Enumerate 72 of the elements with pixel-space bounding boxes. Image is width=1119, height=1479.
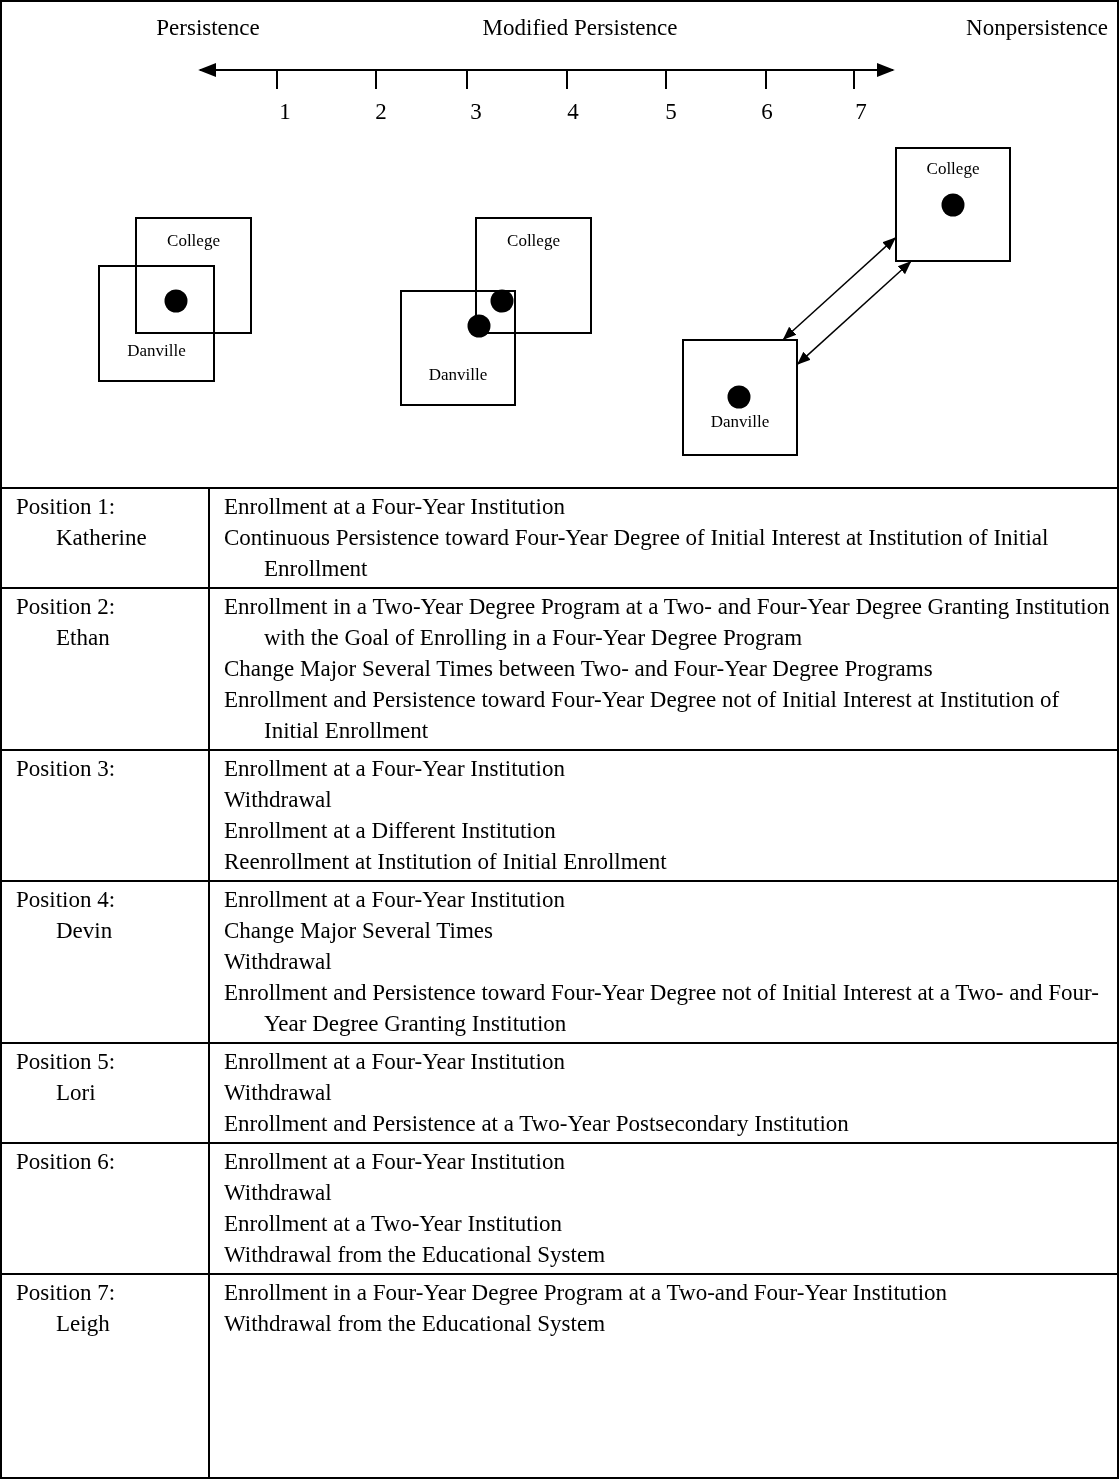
position-name: Leigh — [55, 1310, 111, 1338]
path-step: Withdrawal from the Educational System — [224, 1308, 1111, 1339]
position-cell — [1, 1043, 209, 1143]
path-step: Withdrawal — [224, 784, 1111, 815]
path-step: Enrollment and Persistence toward Four-Year Degree not of Initial Interest at a Two- and Four-Year Degree Granting Institution — [224, 977, 1111, 1039]
path-step: Enrollment at a Different Institution — [224, 815, 1111, 846]
path-step: Change Major Several Times — [224, 915, 1111, 946]
position-name: Katherine — [55, 524, 148, 552]
path-step: Enrollment and Persistence at a Two-Year Postsecondary Institution — [224, 1108, 1111, 1139]
position-cell — [1, 1274, 209, 1478]
scale-heading: Nonpersistence — [966, 15, 1108, 41]
description-cell — [209, 1043, 1118, 1143]
path-step: Enrollment at a Four-Year Institution — [224, 1146, 1111, 1177]
description-cell — [209, 881, 1118, 1043]
scale-number: 6 — [761, 99, 773, 125]
description-cell — [209, 1143, 1118, 1274]
path-step: Enrollment in a Two-Year Degree Program at a Two- and Four-Year Degree Granting Institution with the Goal of Enrolling in a Four-Year Degree Program — [224, 591, 1111, 653]
path-step: Continuous Persistence toward Four-Year Degree of Initial Interest at Institution of Initial Enrollment — [224, 522, 1111, 584]
position-name: Ethan — [55, 624, 111, 652]
location-box — [682, 339, 798, 456]
path-step: Enrollment at a Four-Year Institution — [224, 491, 1111, 522]
path-step: Enrollment at a Four-Year Institution — [224, 753, 1111, 784]
box-label: College — [506, 231, 561, 251]
box-label: College — [166, 231, 221, 251]
position-name: Position 7: — [16, 1279, 117, 1307]
location-box — [400, 290, 516, 406]
description-cell — [209, 1274, 1118, 1478]
position-name: Position 3: — [16, 755, 117, 783]
path-step: Enrollment at a Four-Year Institution — [224, 884, 1111, 915]
position-cell — [1, 488, 209, 588]
path-step: Enrollment at a Two-Year Institution — [224, 1208, 1111, 1239]
location-box — [135, 217, 252, 334]
position-name: Position 4: — [16, 886, 117, 914]
scale-number: 3 — [470, 99, 482, 125]
box-label: College — [925, 159, 981, 179]
box-label: Danville — [709, 412, 771, 432]
box-label: Danville — [427, 365, 489, 385]
description-cell — [209, 588, 1118, 750]
position-name: Devin — [55, 917, 114, 945]
location-box — [895, 147, 1011, 262]
scale-number: 1 — [279, 99, 291, 125]
description-cell — [209, 750, 1118, 881]
description-cell — [209, 488, 1118, 588]
position-name: Lori — [55, 1079, 97, 1107]
box-label: Danville — [126, 341, 187, 361]
scale-number: 5 — [665, 99, 677, 125]
position-name: Position 5: — [16, 1048, 117, 1076]
path-step: Withdrawal — [224, 1077, 1111, 1108]
double-arrow — [797, 261, 912, 365]
path-step: Withdrawal — [224, 946, 1111, 977]
scale-heading: Modified Persistence — [482, 15, 678, 41]
location-box — [475, 217, 592, 334]
scale-heading: Persistence — [156, 15, 260, 41]
path-step: Withdrawal from the Educational System — [224, 1239, 1111, 1270]
position-cell — [1, 1143, 209, 1274]
double-arrow — [782, 237, 896, 340]
path-step: Reenrollment at Institution of Initial Enrollment — [224, 846, 1111, 877]
path-step: Enrollment in a Four-Year Degree Program at a Two-and Four-Year Institution — [224, 1277, 1111, 1308]
position-name: Position 2: — [16, 593, 117, 621]
position-name: Position 1: — [16, 493, 117, 521]
location-box — [98, 265, 215, 382]
scale-number: 2 — [375, 99, 387, 125]
scale-number: 4 — [567, 99, 579, 125]
path-step: Enrollment and Persistence toward Four-Year Degree not of Initial Interest at Institution of Initial Enrollment — [224, 684, 1111, 746]
position-name: Position 6: — [16, 1148, 117, 1176]
path-step: Withdrawal — [224, 1177, 1111, 1208]
path-step: Change Major Several Times between Two- and Four-Year Degree Programs — [224, 653, 1111, 684]
scale-number: 7 — [855, 99, 867, 125]
position-cell — [1, 881, 209, 1043]
position-cell — [1, 750, 209, 881]
position-cell — [1, 588, 209, 750]
path-step: Enrollment at a Four-Year Institution — [224, 1046, 1111, 1077]
